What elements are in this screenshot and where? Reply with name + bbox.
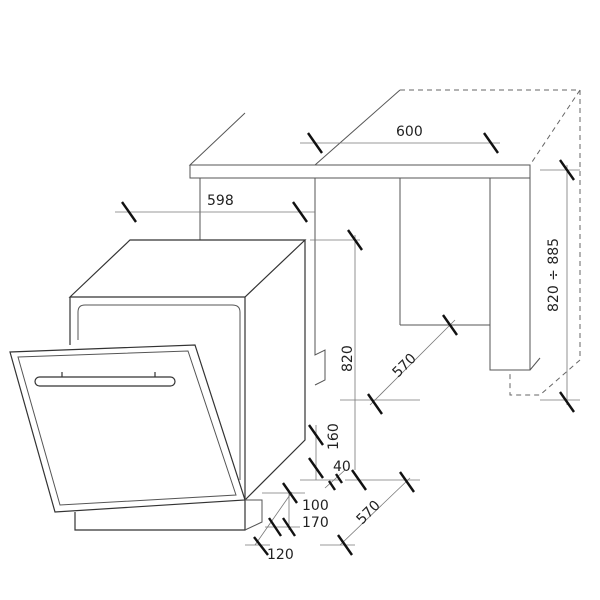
dim-appliance-height: 820 [340,345,356,372]
dim-niche-depth-top: 570 [390,351,420,381]
dishwasher [9,239,307,531]
door-handle [34,376,176,387]
dim-plinth-depth: 120 [267,547,294,563]
dim-door-offset-170: 170 [302,515,329,531]
dim-niche-width: 600 [396,124,423,140]
niche-outline-dashed [400,89,581,396]
dishwasher-door [9,344,246,513]
dim-niche-height: 820 ÷ 885 [546,238,562,312]
plinth [74,500,246,531]
dim-door-offset-100: 100 [302,498,329,514]
kitchen-cabinet [188,89,541,386]
dim-niche-depth-bottom: 570 [354,498,384,528]
dimension-lines [115,132,580,556]
dim-plinth-gap: 40 [333,459,351,475]
dim-appliance-width: 598 [207,193,234,209]
dim-plinth-height: 160 [326,423,342,450]
